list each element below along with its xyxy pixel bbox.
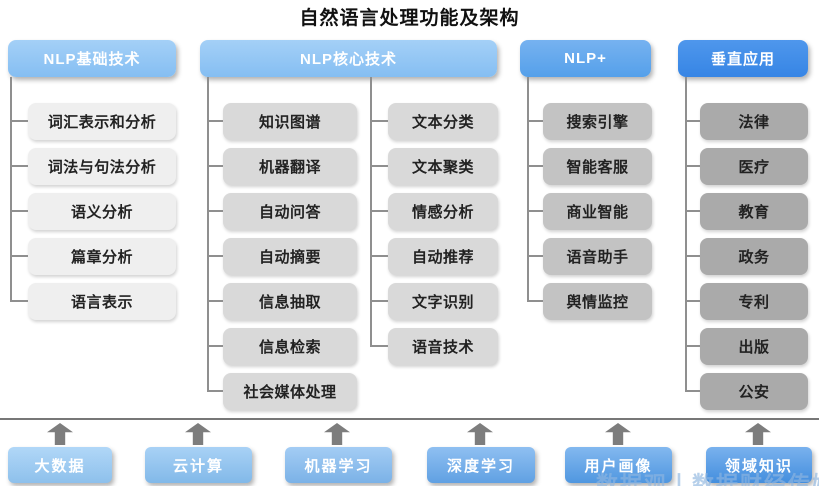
connector-vline xyxy=(10,77,12,302)
tree-node: 信息抽取 xyxy=(207,283,357,320)
tree-node: 舆情监控 xyxy=(527,283,652,320)
tree-node: 语言表示 xyxy=(10,283,176,320)
tree-node: 语音技术 xyxy=(370,328,498,365)
column-header-nlp-basic: NLP基础技术 xyxy=(8,40,176,77)
column-nlp-core-left: 知识图谱 机器翻译 自动问答 自动摘要 信息抽取 信息检索 社会媒体处理 xyxy=(207,103,357,410)
column-header-nlp-core: NLP核心技术 xyxy=(200,40,497,77)
foundation-box-machine-learning: 机器学习 xyxy=(285,447,392,483)
up-arrow-icon xyxy=(324,423,350,445)
tree-node: 搜索引擎 xyxy=(527,103,652,140)
tree-node: 自动摘要 xyxy=(207,238,357,275)
watermark: 数据观丨数据财经传媒 xyxy=(596,472,819,486)
tree-node: 商业智能 xyxy=(527,193,652,230)
tree-node: 文本分类 xyxy=(370,103,498,140)
column-header-nlp-plus: NLP+ xyxy=(520,40,651,77)
up-arrow-icon xyxy=(745,423,771,445)
foundation-box-user-profile: 用户画像 xyxy=(565,447,672,483)
tree-node: 自动问答 xyxy=(207,193,357,230)
tree-node: 语义分析 xyxy=(10,193,176,230)
tree-node: 词汇表示和分析 xyxy=(10,103,176,140)
foundation-box-big-data: 大数据 xyxy=(8,447,112,483)
up-arrow-icon xyxy=(467,423,493,445)
connector-vline xyxy=(370,77,372,347)
foundation-box-domain-knowledge: 领域知识 xyxy=(706,447,812,483)
up-arrow-icon xyxy=(47,423,73,445)
tree-node: 文本聚类 xyxy=(370,148,498,185)
tree-node: 出版 xyxy=(685,328,808,365)
tree-node: 公安 xyxy=(685,373,808,410)
column-nlp-basic: 词汇表示和分析 词法与句法分析 语义分析 篇章分析 语言表示 xyxy=(10,103,176,320)
tree-node: 社会媒体处理 xyxy=(207,373,357,410)
tree-node: 专利 xyxy=(685,283,808,320)
tree-node: 政务 xyxy=(685,238,808,275)
connector-vline xyxy=(527,77,529,302)
tree-node: 文字识别 xyxy=(370,283,498,320)
column-nlp-core-right: 文本分类 文本聚类 情感分析 自动推荐 文字识别 语音技术 xyxy=(370,103,498,365)
column-nlp-plus: 搜索引擎 智能客服 商业智能 语音助手 舆情监控 xyxy=(527,103,652,320)
column-vertical-apps: 法律 医疗 教育 政务 专利 出版 公安 xyxy=(685,103,808,410)
tree-node: 篇章分析 xyxy=(10,238,176,275)
tree-node: 信息检索 xyxy=(207,328,357,365)
separator-line xyxy=(0,418,819,420)
tree-node: 机器翻译 xyxy=(207,148,357,185)
tree-node: 医疗 xyxy=(685,148,808,185)
tree-node: 智能客服 xyxy=(527,148,652,185)
tree-node: 教育 xyxy=(685,193,808,230)
tree-node: 词法与句法分析 xyxy=(10,148,176,185)
tree-node: 语音助手 xyxy=(527,238,652,275)
tree-node: 自动推荐 xyxy=(370,238,498,275)
foundation-box-deep-learning: 深度学习 xyxy=(427,447,535,483)
connector-vline xyxy=(685,77,687,392)
connector-vline xyxy=(207,77,209,392)
column-header-vertical-apps: 垂直应用 xyxy=(678,40,808,77)
page-title: 自然语言处理功能及架构 xyxy=(299,8,520,29)
foundation-box-cloud-computing: 云计算 xyxy=(145,447,252,483)
up-arrow-icon xyxy=(185,423,211,445)
tree-node: 知识图谱 xyxy=(207,103,357,140)
tree-node: 法律 xyxy=(685,103,808,140)
up-arrow-icon xyxy=(605,423,631,445)
tree-node: 情感分析 xyxy=(370,193,498,230)
